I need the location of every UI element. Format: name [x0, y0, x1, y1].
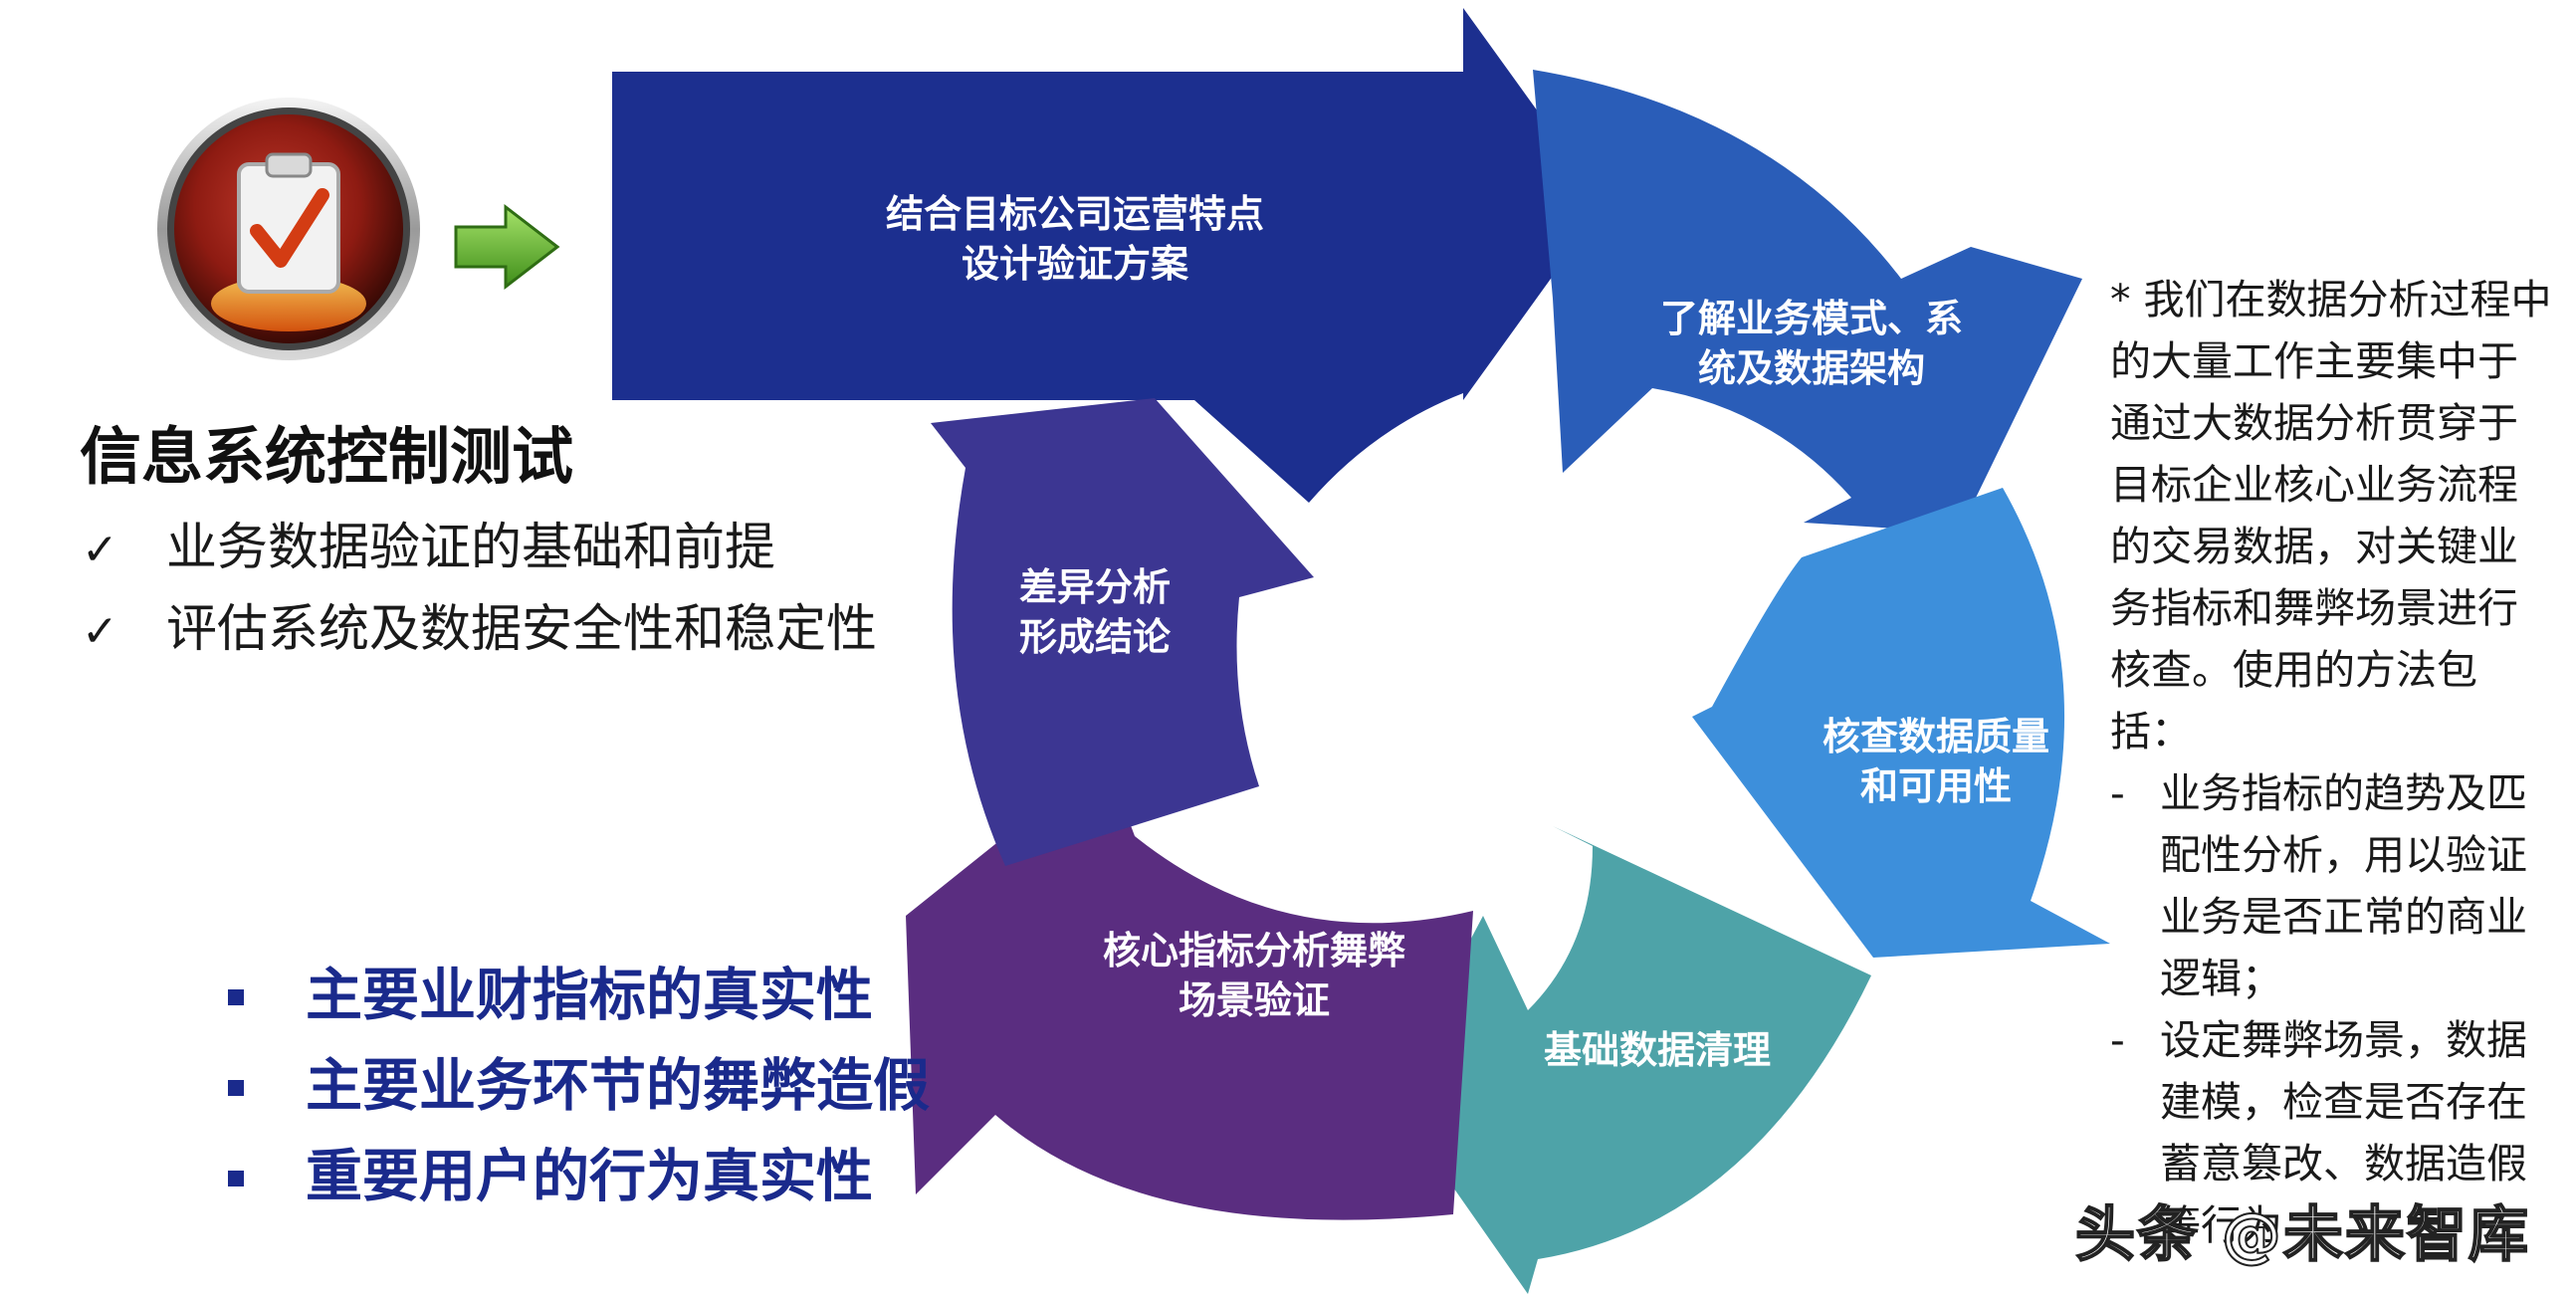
step-label-3: 核查数据质量和可用性	[1822, 715, 2049, 809]
bullet-item: 重要用户的行为真实性	[224, 1132, 930, 1222]
watermark: 头条 @未来智库	[2074, 1199, 2530, 1271]
section-title: 信息系统控制测试	[80, 420, 574, 493]
step-label-5: 核心指标分析舞弊场景验证	[1102, 929, 1405, 1023]
clipboard-checkmark-icon	[157, 98, 420, 360]
arrow-step-5	[906, 756, 1473, 1220]
checkmark-icon: ✓	[82, 525, 118, 575]
arrow-step-3	[1692, 488, 2110, 958]
square-bullet-icon	[228, 989, 244, 1005]
check-item: ✓业务数据验证的基础和前提	[82, 508, 877, 589]
arrow-step-4	[1389, 826, 1871, 1294]
square-bullet-icon	[228, 1171, 244, 1186]
step-label-1: 结合目标公司运营特点设计验证方案	[885, 192, 1264, 287]
square-bullet-icon	[228, 1080, 244, 1096]
bullet-item: 主要业财指标的真实性	[224, 951, 930, 1041]
methodology-note: * 我们在数据分析过程中的大量工作主要集中于通过大数据分析贯穿于目标企业核心业务…	[2110, 269, 2558, 1256]
check-list: ✓业务数据验证的基础和前提 ✓评估系统及数据安全性和稳定性	[82, 508, 877, 671]
checkmark-icon: ✓	[82, 606, 118, 657]
step-label-4: 基础数据清理	[1543, 1028, 1771, 1072]
arrow-step-6	[931, 398, 1314, 866]
note-intro: * 我们在数据分析过程中的大量工作主要集中于通过大数据分析贯穿于目标企业核心业务…	[2110, 276, 2552, 755]
bullet-item: 主要业务环节的舞弊造假	[224, 1041, 930, 1132]
arrow-step-2	[1533, 70, 2082, 533]
green-right-arrow-icon	[454, 203, 560, 291]
bullet-list: 主要业财指标的真实性 主要业务环节的舞弊造假 重要用户的行为真实性	[224, 951, 930, 1222]
arrow-step-1	[612, 8, 1605, 503]
step-label-2: 了解业务模式、系统及数据架构	[1659, 297, 1963, 391]
step-label-6: 差异分析形成结论	[1018, 565, 1171, 660]
check-item: ✓评估系统及数据安全性和稳定性	[82, 589, 877, 671]
note-item: -设定舞弊场景，数据建模，检查是否存在蓄意篡改、数据造假等行为	[2110, 1016, 2527, 1249]
note-item: -业务指标的趋势及匹配性分析，用以验证业务是否正常的商业逻辑；	[2110, 769, 2527, 1002]
